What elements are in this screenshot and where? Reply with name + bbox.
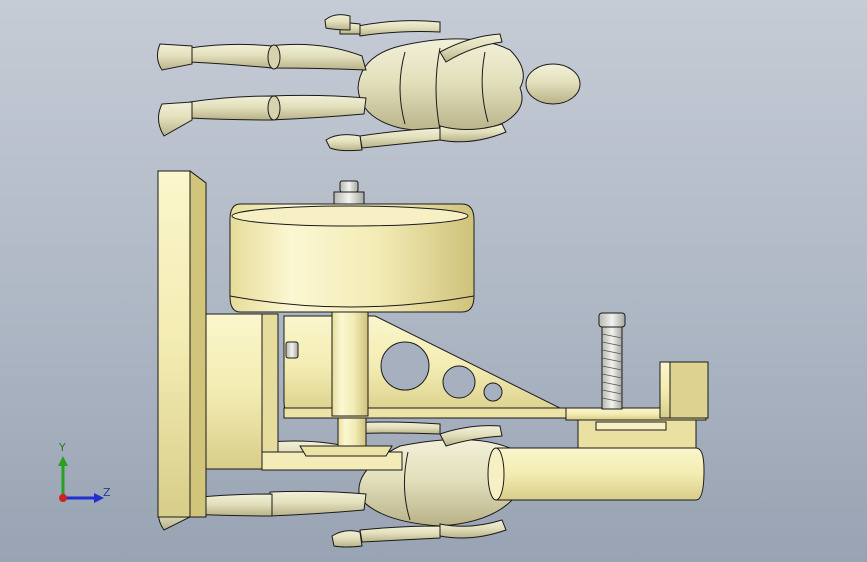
cylinder-housing xyxy=(487,447,705,501)
y-axis-label: Y xyxy=(59,441,66,454)
triangular-bracket xyxy=(283,315,567,419)
drum-roller xyxy=(229,180,475,313)
vertical-shaft xyxy=(331,307,369,449)
mannequin-torso xyxy=(357,38,524,134)
top-nut-icon xyxy=(333,191,365,205)
z-axis-label: Z xyxy=(103,486,111,499)
origin-dot-icon xyxy=(59,494,67,502)
wall-plate xyxy=(157,170,207,518)
mounting-block xyxy=(205,313,403,471)
shaft-base xyxy=(299,445,393,457)
clamp-block xyxy=(565,361,709,455)
mannequin-top-view xyxy=(156,14,581,152)
mannequin-head xyxy=(525,63,581,105)
coordinate-triad xyxy=(58,456,104,503)
side-bolt-icon xyxy=(285,341,299,359)
threaded-bolt xyxy=(598,312,626,410)
